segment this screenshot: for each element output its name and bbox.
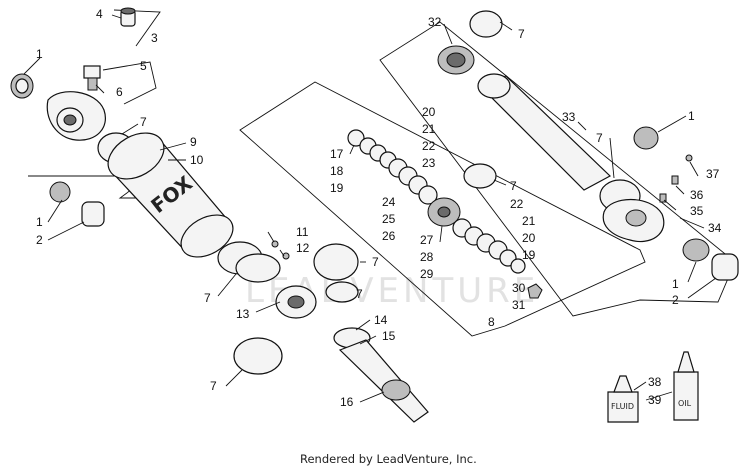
callout-30: 30 [512,281,526,295]
callout-8: 8 [488,315,495,329]
callout-18: 18 [330,164,344,178]
callout-37: 37 [706,167,720,181]
callout-1: 1 [36,215,43,229]
callout-19: 19 [522,248,536,262]
callout-7: 7 [140,115,147,129]
callout-1: 1 [688,109,695,123]
callout-12: 12 [296,241,310,255]
callout-21: 21 [422,122,436,136]
callout-39: 39 [648,393,662,407]
callout-14: 14 [374,313,388,327]
callout-26: 26 [382,229,396,243]
callout-16: 16 [340,395,354,409]
footer-credit: Rendered by LeadVenture, Inc. [300,452,477,466]
callout-34: 34 [708,221,722,235]
callout-27: 27 [420,233,434,247]
callout-7: 7 [372,255,379,269]
schrader-valve-part [83,65,101,91]
fluid-bottle-label: FLUID [611,402,634,411]
callout-20: 20 [522,231,536,245]
callout-17: 17 [330,147,344,161]
callout-20: 20 [422,105,436,119]
callout-32: 32 [428,15,442,29]
callout-15: 15 [382,329,396,343]
callout-25: 25 [382,212,396,226]
reservoir-assembly [437,10,739,281]
seal-head-assembly [217,240,359,375]
callout-2: 2 [36,233,43,247]
callout-4: 4 [96,7,103,21]
fluid-bottle: FLUID [607,375,639,423]
shock-body-part: FOX [107,132,234,258]
callout-23: 23 [422,156,436,170]
callout-5: 5 [140,59,147,73]
callout-22: 22 [422,139,436,153]
callout-38: 38 [648,375,662,389]
bushing-part [49,181,71,203]
callout-19: 19 [330,181,344,195]
callout-21: 21 [522,214,536,228]
callout-11: 11 [296,225,309,239]
callout-33: 33 [562,110,576,124]
bushing-part [10,73,34,99]
valve-stack [347,129,543,299]
callout-6: 6 [116,85,123,99]
callout-7: 7 [210,379,217,393]
callout-9: 9 [190,135,197,149]
callout-24: 24 [382,195,396,209]
left-shock-assembly: FOX [10,7,234,258]
callout-7: 7 [356,287,363,301]
callout-31: 31 [512,298,526,312]
oil-bottle-label: OIL [678,399,692,408]
body-eyelet-part [46,91,106,141]
spacer-sleeve-part [81,201,105,227]
group-outlines [28,9,736,337]
callout-7: 7 [510,179,517,193]
callout-29: 29 [420,267,434,281]
callout-labels: 1 4 3 5 6 7 9 10 1 2 7 11 12 7 13 14 15 … [36,7,722,409]
callout-28: 28 [420,250,434,264]
callout-1: 1 [36,47,43,61]
callout-3: 3 [151,31,158,45]
valve-cap-part [120,7,136,27]
leader-lines [23,14,717,403]
callout-35: 35 [690,204,704,218]
callout-7: 7 [204,291,211,305]
callout-7: 7 [596,131,603,145]
callout-7: 7 [518,27,525,41]
shaft-assembly [333,327,429,423]
callout-36: 36 [690,188,704,202]
callout-22: 22 [510,197,524,211]
callout-10: 10 [190,153,204,167]
callout-2: 2 [672,293,679,307]
oil-bottle: OIL [673,351,699,421]
callout-1: 1 [672,277,679,291]
callout-13: 13 [236,307,250,321]
